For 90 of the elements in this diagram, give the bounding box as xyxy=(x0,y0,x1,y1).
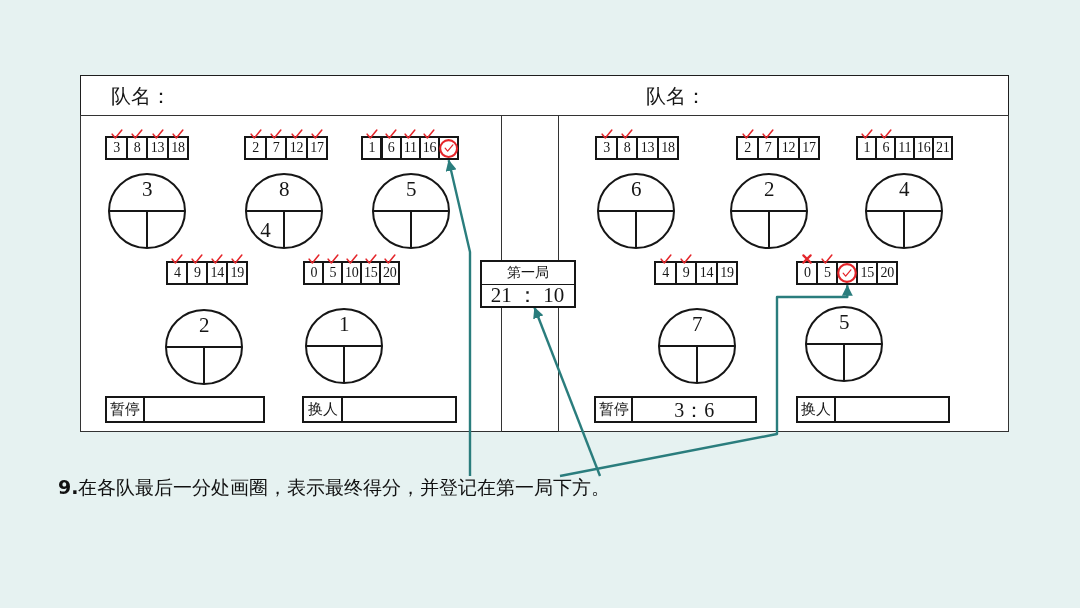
score-number: 0 xyxy=(310,266,318,281)
arrow xyxy=(559,284,853,478)
score-number: 6 xyxy=(882,141,890,156)
score-number: 12 xyxy=(781,141,796,156)
score-number: 20 xyxy=(880,266,894,281)
player-number: 2 xyxy=(764,179,775,201)
score-number: 17 xyxy=(802,141,816,156)
score-number: 4 xyxy=(662,266,669,281)
score-number: 15 xyxy=(364,266,378,281)
player-number: 2 xyxy=(199,315,210,337)
player-number: 1 xyxy=(339,314,350,336)
score-cell xyxy=(777,136,800,161)
score-number: 18 xyxy=(661,141,675,156)
set-score: 21 ： 10 xyxy=(489,284,566,306)
timeout-field xyxy=(143,396,266,424)
score-number: 19 xyxy=(230,266,244,281)
score-cell xyxy=(932,136,954,161)
score-number: 11 xyxy=(898,141,912,156)
score-number: 2 xyxy=(744,141,751,156)
score-number: 13 xyxy=(640,141,655,156)
arrow xyxy=(445,159,472,476)
player-number: 4 xyxy=(899,179,910,201)
score-number: 20 xyxy=(383,266,397,281)
score-number: 19 xyxy=(720,266,734,281)
position-circle xyxy=(865,173,944,250)
score-cell xyxy=(636,136,659,161)
score-number: 6 xyxy=(387,141,395,156)
position-circle xyxy=(805,306,884,383)
score-number: 9 xyxy=(682,266,690,281)
set-title: 第一局 xyxy=(481,261,574,285)
team-name-label: 队名： xyxy=(645,84,706,107)
substitution-field xyxy=(834,396,951,424)
score-number: 0 xyxy=(803,266,811,281)
player-number: 6 xyxy=(631,179,642,201)
score-number: 18 xyxy=(171,141,185,156)
score-number: 21 xyxy=(936,141,950,156)
score-number: 13 xyxy=(150,141,165,156)
timeout-label: 暂停 xyxy=(594,396,634,424)
score-number: 3 xyxy=(113,141,120,156)
substitution-label: 换人 xyxy=(302,396,344,424)
score-number: 17 xyxy=(310,141,324,156)
score-cell xyxy=(894,136,916,161)
position-circle xyxy=(372,173,451,250)
score-number: 9 xyxy=(193,266,201,281)
score-number: 16 xyxy=(422,141,437,156)
score-number: 14 xyxy=(210,266,224,281)
score-number: 11 xyxy=(403,141,417,156)
team-name-label: 队名： xyxy=(110,84,171,107)
instruction-text: 9.在各队最后一分处画圈，表示最终得分，并登记在第一局下方。 xyxy=(58,476,611,499)
player-number: 8 xyxy=(279,179,290,201)
score-cell xyxy=(695,261,718,286)
set-score-box xyxy=(479,259,576,308)
score-number: 15 xyxy=(860,266,874,281)
score-number: 1 xyxy=(863,141,871,156)
score-number: 8 xyxy=(623,141,631,156)
score-number: 7 xyxy=(764,141,772,156)
player-number: 7 xyxy=(692,314,703,336)
position-circle xyxy=(658,308,737,385)
score-number: 14 xyxy=(699,266,714,281)
substitution-field xyxy=(341,396,458,424)
player-number: 5 xyxy=(839,312,850,334)
player-number: 3 xyxy=(142,179,153,201)
score-number: 3 xyxy=(603,141,610,156)
position-circle xyxy=(245,173,324,250)
score-cell xyxy=(876,261,899,286)
score-number: 2 xyxy=(252,141,259,156)
player-number: 4 xyxy=(260,220,271,242)
score-cell xyxy=(715,261,739,286)
score-number: 10 xyxy=(345,266,359,281)
score-number: 5 xyxy=(329,266,337,281)
score-cell xyxy=(797,136,821,161)
player-number: 5 xyxy=(406,179,417,201)
score-number: 8 xyxy=(133,141,141,156)
substitution-label: 换人 xyxy=(796,396,837,424)
position-circle xyxy=(730,173,809,250)
timeout-label: 暂停 xyxy=(105,396,146,424)
timeout-field: 3：6 xyxy=(631,396,758,424)
score-number: 5 xyxy=(823,266,831,281)
score-number: 1 xyxy=(368,141,376,156)
position-circle xyxy=(597,173,676,250)
position-circle xyxy=(305,308,384,385)
score-cell xyxy=(656,136,680,161)
position-circle xyxy=(108,173,187,250)
arrow xyxy=(533,307,602,477)
score-number: 16 xyxy=(917,141,931,156)
score-number: 4 xyxy=(173,266,181,281)
score-number: 7 xyxy=(272,141,280,156)
score-number: 12 xyxy=(289,141,304,156)
score-cell xyxy=(913,136,935,161)
position-circle xyxy=(165,309,244,386)
